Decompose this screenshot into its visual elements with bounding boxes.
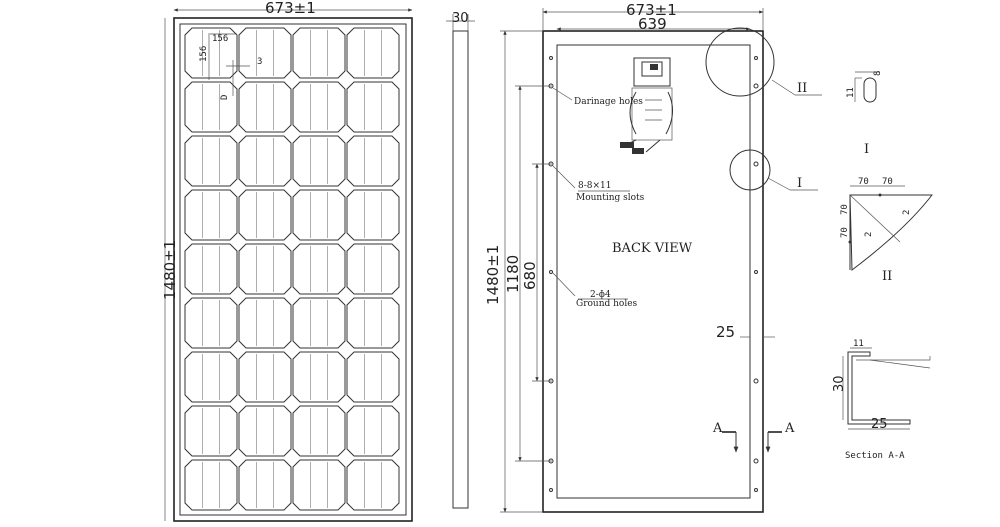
corner-dim-a: 70 (858, 177, 869, 187)
side-frame (452, 30, 469, 509)
section-height-dim: 30 (832, 375, 847, 392)
gap-dim: 3 (257, 57, 262, 67)
solar-cell (346, 351, 400, 403)
solar-cell (238, 297, 292, 349)
solar-cell (292, 459, 346, 511)
side-thickness-dim: 30 (452, 11, 469, 26)
solar-cell (238, 81, 292, 133)
back-view: 673±1 639 1480±1 1180 680 (484, 1, 822, 513)
solar-cell (238, 351, 292, 403)
solar-cell (184, 351, 238, 403)
front-frame (173, 17, 413, 522)
mount-span-dim: 1180 (504, 255, 522, 293)
spacing-label: D (220, 95, 230, 100)
solar-cell (292, 135, 346, 187)
solar-cell (184, 405, 238, 457)
back-view-title: BACK VIEW (612, 241, 693, 256)
corner-dim-f: 2 (864, 232, 874, 237)
mounting-holes (548, 56, 759, 492)
detail-II-callout: II (797, 81, 807, 96)
front-height-dim: 1480±1 (161, 240, 179, 300)
slot-height-dim: 11 (846, 87, 856, 98)
section-title: Section A-A (845, 451, 905, 461)
solar-cell (184, 243, 238, 295)
solar-cell (238, 243, 292, 295)
back-frame (542, 30, 764, 513)
solar-cell (238, 135, 292, 187)
cell-height-dim: 156 (199, 46, 209, 62)
mount-spec-note: 8-8×11 (578, 181, 612, 191)
ground-spec-note: 2-ɸ4 (590, 290, 611, 300)
solar-cell (292, 405, 346, 457)
solar-cell (184, 189, 238, 241)
back-frame-inner (556, 44, 751, 499)
solar-cell (184, 27, 238, 79)
front-view: 673±1 1480±1 156 156 3 D (161, 0, 413, 522)
section-width-dim: 25 (871, 417, 888, 432)
front-width-dim: 673±1 (265, 0, 316, 17)
solar-cell (292, 351, 346, 403)
detail-I: 8 11 I (846, 71, 883, 157)
solar-cell (292, 189, 346, 241)
solar-cell (184, 135, 238, 187)
slot-width-dim: 8 (873, 71, 883, 76)
front-frame-inner (179, 23, 407, 516)
detail-I-label: I (864, 142, 869, 157)
section-marker-left: A (712, 421, 723, 436)
solar-cell (346, 297, 400, 349)
solar-cell (292, 27, 346, 79)
back-width-dim: 673±1 (626, 1, 677, 19)
solar-cell (238, 189, 292, 241)
detail-II: 70 70 70 70 2 2 II (840, 177, 934, 284)
solar-cell (184, 459, 238, 511)
solar-cell (184, 297, 238, 349)
back-inner-dim: 639 (638, 15, 667, 33)
section-a-a: 11 30 25 Section A-A (832, 339, 931, 461)
solar-cell (292, 297, 346, 349)
cell-width-dim: 156 (212, 34, 228, 44)
solar-cell (292, 81, 346, 133)
solar-cell (346, 135, 400, 187)
corner-dim-c: 70 (840, 204, 850, 215)
detail-II-label: II (882, 269, 892, 284)
mount-label-note: Mounting slots (576, 193, 645, 203)
corner-dim-e: 2 (902, 210, 912, 215)
ground-span-dim: 680 (521, 261, 539, 290)
cell-grid (184, 27, 400, 511)
section-marker-right: A (784, 421, 795, 436)
detail-I-callout: I (797, 176, 802, 191)
detail-I-circle (729, 149, 771, 191)
back-height-dim: 1480±1 (484, 245, 502, 305)
corner-dim-b: 70 (882, 177, 893, 187)
detail-II-circle (705, 27, 775, 97)
solar-cell (184, 81, 238, 133)
solar-cell (346, 459, 400, 511)
solar-cell (346, 27, 400, 79)
solar-cell (346, 189, 400, 241)
junction-box (620, 57, 673, 154)
ground-label-note: Ground holes (576, 299, 638, 309)
drainage-note: Darinage holes (574, 97, 643, 107)
side-view: 30 (446, 11, 475, 509)
solar-cell (346, 405, 400, 457)
solar-cell (346, 81, 400, 133)
edge-dim: 25 (716, 323, 735, 341)
solar-cell (346, 243, 400, 295)
corner-dim-d: 70 (840, 227, 850, 238)
solar-cell (238, 27, 292, 79)
solar-cell (238, 459, 292, 511)
section-top-dim: 11 (853, 339, 864, 349)
solar-cell (292, 243, 346, 295)
solar-cell (238, 405, 292, 457)
